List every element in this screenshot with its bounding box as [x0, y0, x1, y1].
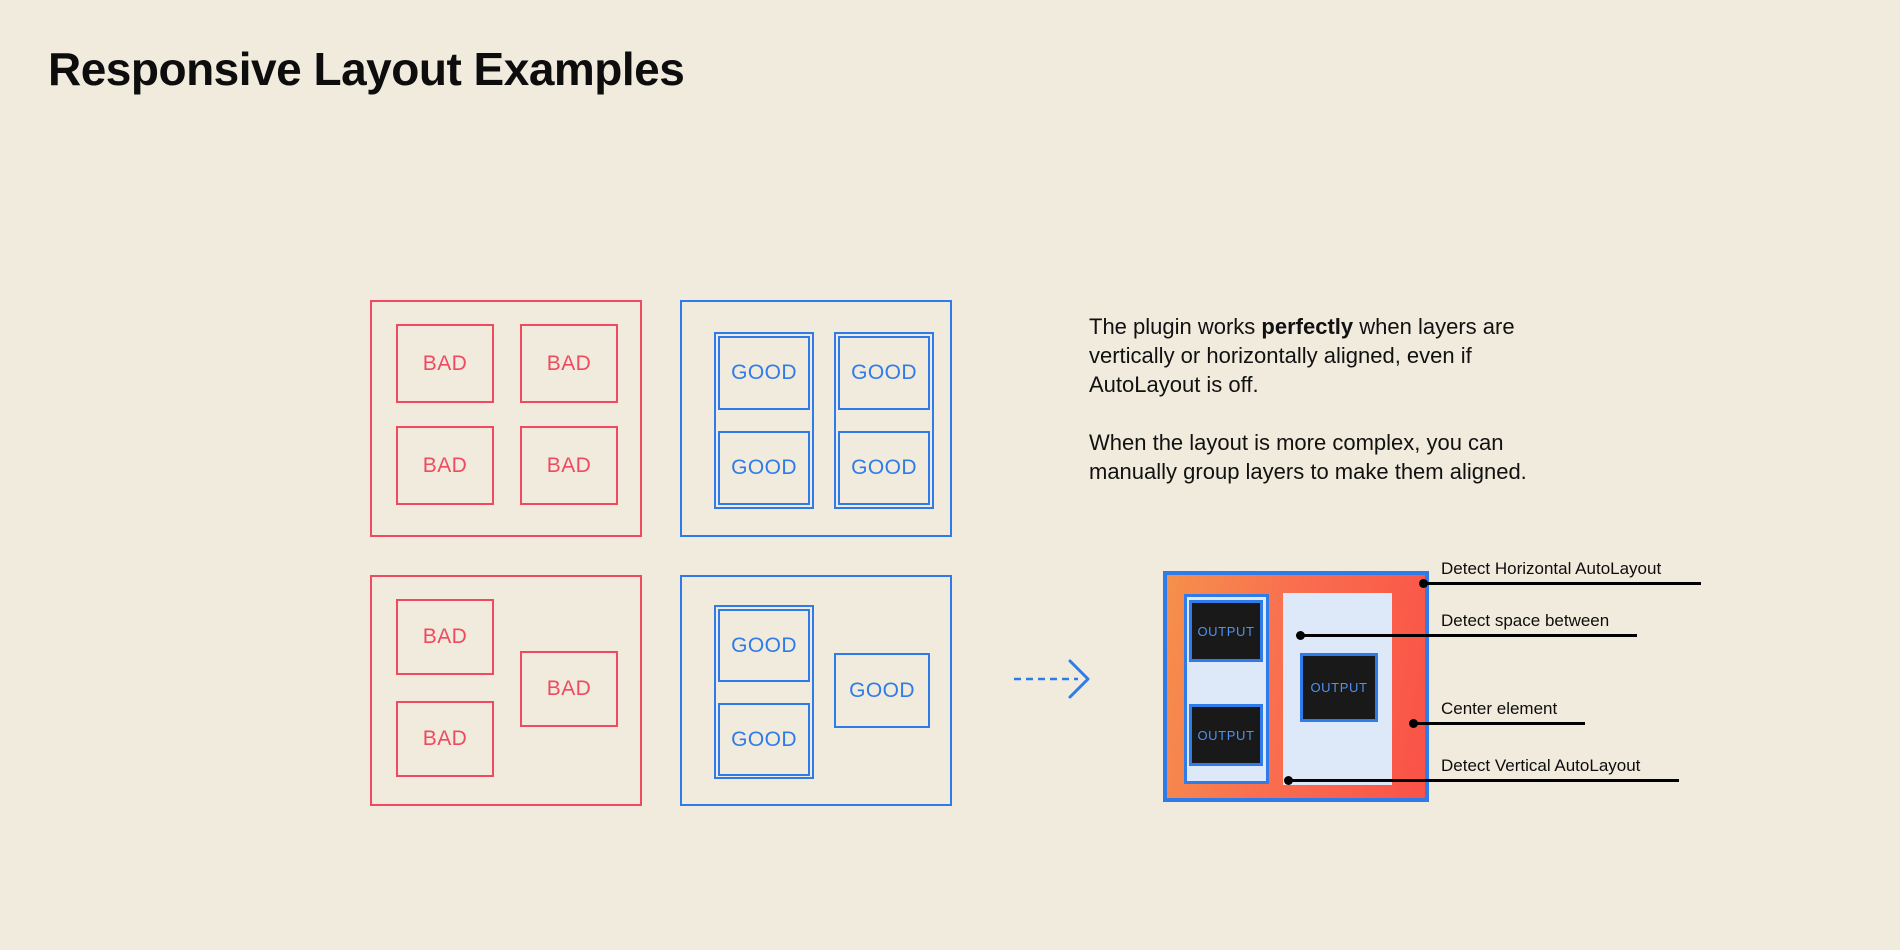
explanatory-copy: The plugin works perfectly when layers a… [1089, 312, 1559, 486]
copy-p1-part1: The plugin works [1089, 314, 1262, 339]
good-grid-cell: GOOD [718, 336, 810, 410]
dashed-right-arrow-icon [1014, 659, 1090, 699]
cell-label: BAD [422, 453, 468, 477]
cell-label: GOOD [731, 633, 797, 657]
good-complex-cell: GOOD [834, 653, 930, 728]
output-box-center: OUTPUT [1300, 653, 1378, 722]
callout-label: Detect space between [1441, 611, 1610, 630]
output-label: OUTPUT [1310, 680, 1368, 695]
callout-leader-line [1413, 722, 1585, 725]
bad-grid-cell: BAD [520, 426, 618, 505]
cell-label: BAD [422, 625, 468, 648]
good-grid-cell: GOOD [838, 336, 930, 410]
page-title: Responsive Layout Examples [48, 43, 685, 95]
cell-label: GOOD [849, 678, 915, 702]
output-box-bottom: OUTPUT [1189, 704, 1263, 766]
example-bad-grid: BAD BAD BAD BAD [370, 300, 642, 537]
good-grid-cell: GOOD [838, 431, 930, 505]
good-grid-group-right [834, 332, 934, 509]
copy-spacer [1089, 399, 1559, 428]
good-grid-cell: GOOD [718, 431, 810, 505]
cell-label: BAD [546, 351, 592, 375]
output-label: OUTPUT [1197, 727, 1255, 743]
cell-label: GOOD [851, 361, 917, 384]
cell-label: GOOD [851, 456, 917, 479]
callout-leader-line [1300, 634, 1637, 637]
cell-label: GOOD [731, 361, 797, 384]
good-grid-group-left [714, 332, 814, 509]
copy-paragraph-2: When the layout is more complex, you can… [1089, 430, 1527, 484]
example-good-complex: GOOD GOOD GOOD [680, 575, 952, 806]
callout-leader-line [1423, 582, 1701, 585]
bad-complex-cell: BAD [396, 701, 494, 777]
copy-p1-part2: when layers are vertically or horizontal… [1089, 314, 1515, 397]
callout-label: Detect Horizontal AutoLayout [1441, 559, 1662, 578]
plugin-preview-frame: OUTPUT OUTPUT OUTPUT [1163, 571, 1429, 802]
cell-label: BAD [422, 351, 468, 375]
bad-complex-cell: BAD [396, 599, 494, 675]
bad-grid-cell: BAD [396, 426, 494, 505]
example-bad-complex: BAD BAD BAD [370, 575, 642, 806]
copy-p1-emphasis: perfectly [1261, 314, 1354, 339]
bad-complex-cell: BAD [520, 651, 618, 727]
bad-grid-cell: BAD [396, 324, 494, 403]
cell-label: GOOD [731, 456, 797, 479]
cell-label: BAD [546, 453, 592, 477]
cell-label: BAD [546, 677, 592, 700]
bad-grid-cell: BAD [520, 324, 618, 403]
cell-label: BAD [422, 727, 468, 750]
example-good-grid: GOOD GOOD GOOD GOOD [680, 300, 952, 537]
output-label: OUTPUT [1197, 623, 1255, 639]
good-complex-group [714, 605, 814, 779]
copy-paragraph-1: The plugin works perfectly when layers a… [1089, 312, 1559, 399]
cell-label: GOOD [731, 727, 797, 751]
callout-leader-line [1288, 779, 1679, 782]
callout-label: Detect Vertical AutoLayout [1441, 756, 1641, 775]
good-complex-cell: GOOD [718, 703, 810, 776]
good-complex-cell: GOOD [718, 609, 810, 682]
callout-label: Center element [1441, 699, 1558, 718]
output-box-top: OUTPUT [1189, 600, 1263, 662]
